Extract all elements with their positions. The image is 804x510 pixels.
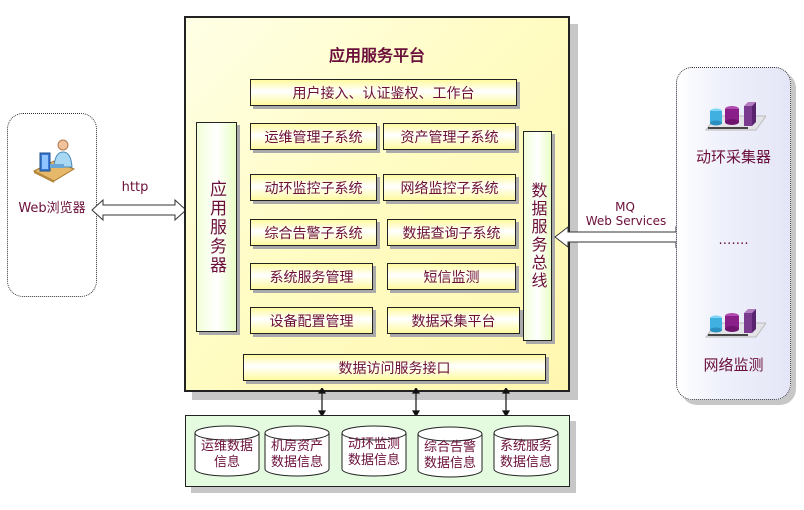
database-asset-line1: 机房资产 (270, 439, 323, 454)
module-data-query[interactable]: 数据查询子系统 (387, 219, 516, 246)
database-system[interactable]: 系统服务数据信息 (493, 425, 559, 477)
database-alarm-line1: 综合告警 (423, 440, 476, 455)
collector-network-label: 网络监测 (703, 356, 764, 374)
app-server-bar[interactable]: 应用服务器 (196, 122, 237, 332)
database-alarm[interactable]: 综合告警数据信息 (417, 426, 483, 478)
module-user-access-auth[interactable]: 用户接入、认证鉴权、工作台 (250, 79, 517, 106)
database-env-line1: 动环监测 (347, 437, 400, 452)
module-alarm[interactable]: 综合告警子系统 (250, 219, 377, 246)
module-asset-management[interactable]: 资产管理子系统 (383, 123, 516, 150)
http-double-arrow (91, 198, 187, 222)
server-database-icon (700, 307, 767, 343)
mq-double-arrow (554, 225, 690, 249)
module-ops-management[interactable]: 运维管理子系统 (250, 123, 377, 150)
module-device-config[interactable]: 设备配置管理 (250, 307, 373, 334)
module-env-monitoring[interactable]: 动环监控子系统 (250, 174, 377, 201)
data-access-interface[interactable]: 数据访问服务接口 (243, 354, 546, 381)
database-system-line1: 系统服务 (499, 439, 552, 454)
user-at-computer-icon (30, 137, 78, 185)
collectors-ellipsis: ……. (718, 233, 749, 248)
module-network-monitoring[interactable]: 网络监控子系统 (383, 174, 516, 201)
database-asset-line2: 数据信息 (270, 455, 323, 470)
database-env[interactable]: 动环监测数据信息 (341, 425, 407, 477)
database-env-line2: 数据信息 (347, 453, 400, 468)
database-ops[interactable]: 运维数据信息 (194, 425, 260, 477)
client-label: Web浏览器 (18, 201, 86, 216)
mq-label: MQ (615, 200, 635, 214)
database-asset[interactable]: 机房资产数据信息 (264, 425, 330, 477)
module-data-collection[interactable]: 数据采集平台 (387, 307, 520, 334)
storage-arrows (310, 386, 520, 418)
database-alarm-line2: 数据信息 (423, 456, 476, 471)
module-system-service[interactable]: 系统服务管理 (250, 263, 373, 290)
http-label: http (121, 180, 149, 195)
database-ops-line2: 信息 (213, 455, 240, 470)
database-system-line2: 数据信息 (499, 455, 552, 470)
client-panel (7, 113, 97, 297)
data-service-bus-bar[interactable]: 数据服务总线 (523, 131, 552, 341)
application-service-platform (184, 16, 570, 392)
web-services-label: Web Services (585, 214, 667, 228)
database-ops-line1: 运维数据 (200, 439, 253, 454)
collector-env-label: 动环采集器 (695, 148, 771, 166)
server-database-icon (700, 100, 767, 136)
platform-title: 应用服务平台 (328, 46, 425, 65)
module-sms-monitor[interactable]: 短信监测 (387, 263, 516, 290)
